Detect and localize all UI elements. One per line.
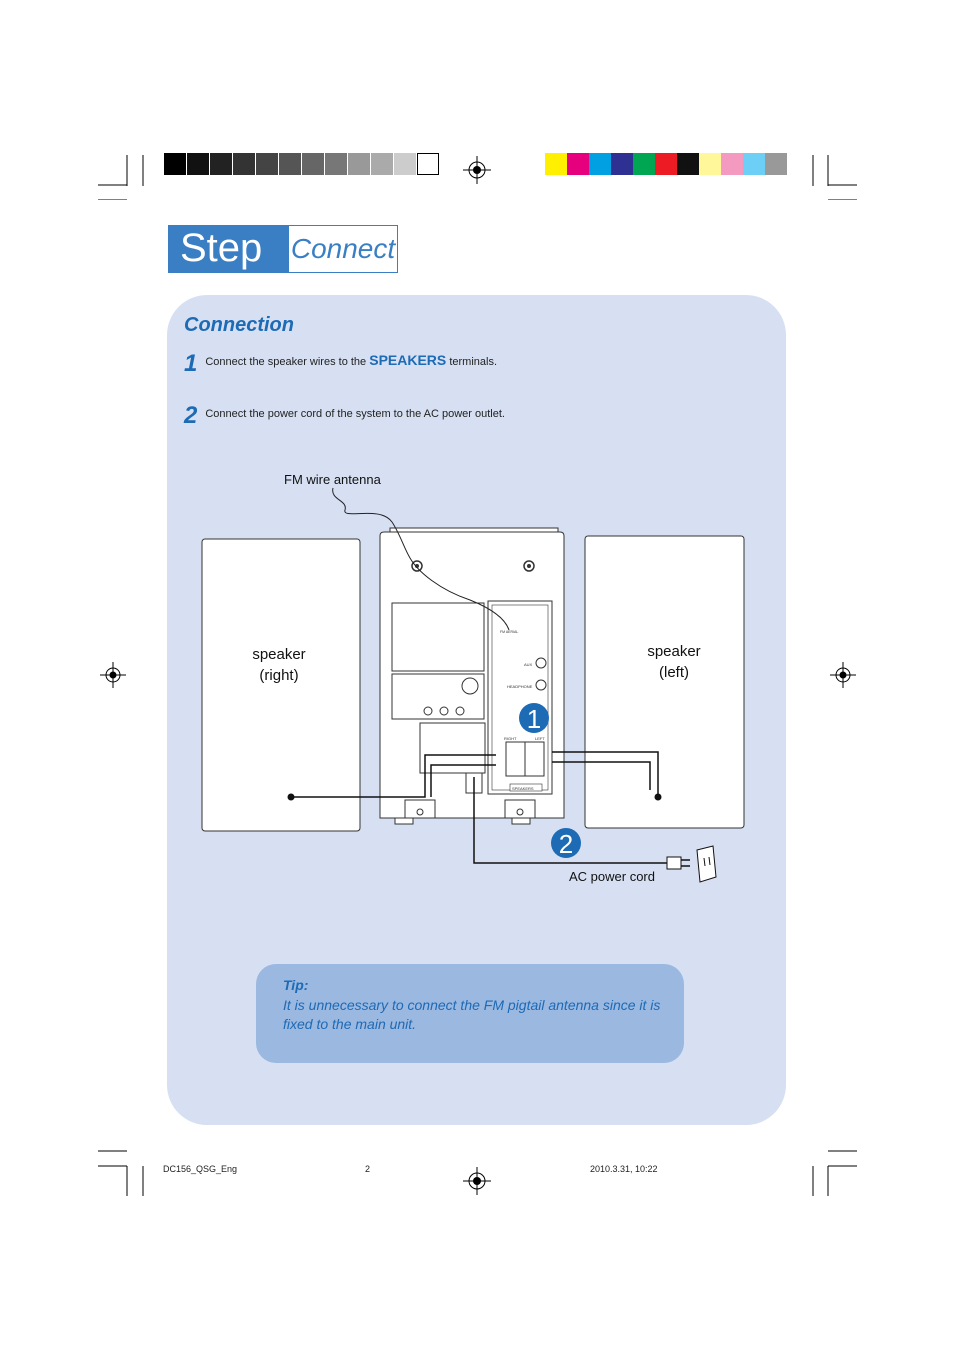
step-number: 1 <box>184 350 198 377</box>
color-swatch <box>677 153 699 175</box>
panel-speakers-label: SPEAKERS <box>512 786 534 791</box>
gray-swatch <box>256 153 279 175</box>
footer-file: DC156_QSG_Eng <box>163 1164 238 1174</box>
crop-marks-top <box>98 155 857 200</box>
color-swatch <box>589 153 611 175</box>
gray-swatch <box>417 153 439 175</box>
color-swatch <box>765 153 787 175</box>
color-swatch <box>611 153 633 175</box>
wall-outlet-icon <box>696 845 717 883</box>
step-text: Connect the speaker wires to the SPEAKER… <box>205 352 498 368</box>
main-unit-rear <box>379 527 565 825</box>
registration-mark-left <box>100 662 126 688</box>
footer-date: 2010.3.31, 10:22 <box>590 1164 658 1174</box>
gray-swatch <box>233 153 256 175</box>
tip-text: It is unnecessary to connect the FM pigt… <box>283 997 661 1032</box>
tip-box <box>256 964 684 1063</box>
color-swatch <box>567 153 589 175</box>
gray-swatch <box>164 153 187 175</box>
fm-antenna-label: FM wire antenna <box>284 472 381 487</box>
footer-page: 2 <box>365 1164 371 1174</box>
step-2: 2 Connect the power cord of the system t… <box>184 402 505 430</box>
gray-swatch <box>210 153 233 175</box>
registration-mark-top <box>463 156 491 184</box>
speaker-right-box <box>201 538 361 832</box>
color-bar <box>545 153 787 175</box>
speaker-right-label: speaker (right) <box>252 646 306 684</box>
speaker-right-terminal <box>287 793 295 801</box>
callout-1-icon: 1 <box>519 703 549 734</box>
power-cord-label: AC power cord <box>569 869 655 884</box>
step-1: 1 Connect the speaker wires to the SPEAK… <box>184 350 497 378</box>
speaker-left-box <box>584 535 745 829</box>
speaker-left-terminal <box>654 793 662 801</box>
panel-right-label: RIGHT <box>504 736 517 741</box>
gray-swatch <box>187 153 210 175</box>
step-number: 2 <box>184 402 198 429</box>
gray-swatch <box>348 153 371 175</box>
gray-swatch <box>279 153 302 175</box>
step-text: Connect the power cord of the system to … <box>205 408 505 420</box>
color-swatch <box>655 153 677 175</box>
fm-antenna-wire <box>332 487 510 631</box>
connection-diagram: FM AERIAL AUX HEADPHONE RIGHT LEFT SPEAK… <box>201 487 745 883</box>
speaker-left-label: speaker (left) <box>647 643 701 681</box>
color-swatch <box>721 153 743 175</box>
panel-aux-label: AUX <box>524 662 533 667</box>
step-title: Connect <box>288 225 398 273</box>
power-plug-icon <box>666 856 690 870</box>
speakers-term: SPEAKERS <box>369 352 447 368</box>
step-label: Step A <box>168 225 288 316</box>
gray-swatch <box>394 153 417 175</box>
registration-mark-right <box>830 662 856 688</box>
svg-text:2: 2 <box>559 829 573 859</box>
panel-left-label: LEFT <box>535 736 545 741</box>
step-header: Step A Connect <box>168 225 398 316</box>
crop-marks-bottom <box>98 1150 857 1196</box>
callout-2-icon: 2 <box>551 828 581 859</box>
gray-swatch <box>325 153 348 175</box>
panel-fm-label: FM AERIAL <box>500 630 518 634</box>
gray-swatch <box>371 153 394 175</box>
grayscale-bar <box>164 153 439 175</box>
color-swatch <box>699 153 721 175</box>
color-swatch <box>545 153 567 175</box>
svg-text:1: 1 <box>527 704 541 734</box>
section-heading: Connection <box>184 314 294 336</box>
tip-title: Tip: <box>283 977 309 993</box>
color-swatch <box>743 153 765 175</box>
panel-headphone-label: HEADPHONE <box>507 684 533 689</box>
color-swatch <box>633 153 655 175</box>
registration-mark-bottom <box>463 1167 491 1195</box>
gray-swatch <box>302 153 325 175</box>
